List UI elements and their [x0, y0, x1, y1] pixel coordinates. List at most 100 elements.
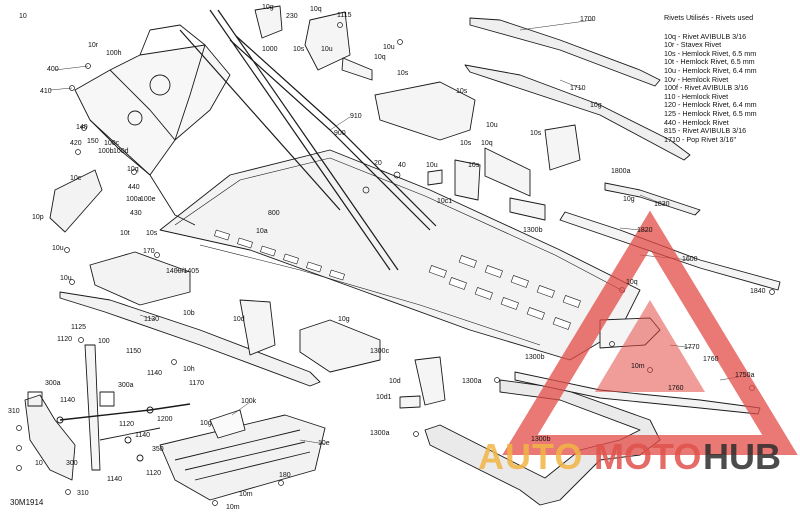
part-callout-label: 1700	[580, 16, 596, 23]
part-callout-label: 310	[77, 490, 89, 497]
part-callout-label: 400	[47, 66, 59, 73]
part-callout-label: 1300a	[462, 378, 482, 385]
part-callout-label: 10q	[374, 54, 386, 61]
part-callout-label: 10u	[426, 162, 438, 169]
part-callout-label: 180	[279, 472, 291, 479]
part-callout-label: 10t	[120, 230, 130, 237]
watermark-triangle	[502, 210, 798, 455]
legend-title: Rivets Utilisés - Rivets used	[664, 13, 754, 22]
part-callout-label: 1300b	[525, 354, 545, 361]
part-callout-label: 10h	[183, 366, 195, 373]
part-callout-label: 1830	[654, 201, 670, 208]
part-callout-label: 1120	[119, 421, 135, 428]
part-callout-label: 100a	[126, 196, 142, 203]
legend-entry: 10r - Stavex Rivet	[664, 40, 722, 50]
part-callout-label: 300	[66, 460, 78, 467]
part-callout-label: 10u	[52, 245, 64, 252]
part-callout-label: 10m	[239, 491, 253, 498]
part-callout-label: 10s	[456, 88, 468, 95]
part-callout-label: 1760	[703, 356, 719, 363]
rear-suspension	[24, 344, 191, 481]
part-callout-label: 1115	[337, 12, 352, 19]
part-callout-label: 10b	[183, 310, 195, 317]
watermark-text-hub: HUB	[703, 436, 781, 477]
part-callout-label: 10q	[127, 166, 139, 173]
part-callout-label: 1000	[262, 46, 278, 53]
sheet-number: 10	[19, 13, 27, 20]
part-callout-label: 10g	[623, 196, 635, 203]
part-callout-label: 1200	[157, 416, 173, 423]
fasteners	[16, 22, 775, 506]
part-callout-label: 10e	[318, 440, 330, 447]
part-callout-label: 300a	[45, 380, 61, 387]
part-callout-label: 300a	[118, 382, 134, 389]
part-callout-label: 10g	[338, 316, 350, 323]
legend-entry: 10u - Hemlock Rivet, 6.4 mm	[664, 65, 757, 75]
part-callout-label: 10q	[481, 140, 493, 147]
part-callout-label: 170	[143, 248, 155, 255]
part-callout-label: 1820	[637, 227, 653, 234]
part-callout-label: 10m	[226, 504, 240, 511]
part-callout-label: 1800a	[611, 168, 631, 175]
part-callout-label: 10d	[389, 378, 401, 385]
part-callout-label: 1400/1405	[166, 268, 200, 275]
legend-entry: 1710 - Pop Rivet 3/16"	[664, 134, 737, 144]
part-callout-label: 10g	[590, 102, 602, 109]
part-callout-label: 1770	[684, 344, 700, 351]
part-callout-label: 1710	[570, 85, 586, 92]
part-callout-label: 10s	[293, 46, 305, 53]
part-callout-label: 100h	[106, 50, 122, 57]
part-callout-label: 10s	[460, 140, 472, 147]
part-callout-label: 430	[130, 210, 142, 217]
rivet-legend: Rivets Utilisés - Rivets used 10q - Rive…	[664, 13, 790, 145]
part-callout-label: 1760	[668, 385, 684, 392]
legend-entry: 10v - Hemlock Rivet	[664, 74, 729, 84]
part-callout-label: 10s	[397, 70, 409, 77]
part-callout-label: 1140	[60, 397, 76, 404]
part-callout-label: 10g	[200, 420, 212, 427]
part-callout-label: 230	[286, 13, 298, 20]
part-callout-label: 410	[40, 88, 52, 95]
bottom-guard	[159, 409, 326, 501]
watermark-text-moto: MOTO	[594, 436, 702, 477]
legend-entry: 440 - Hemlock Rivet	[664, 117, 729, 127]
part-callout-label: 310	[8, 408, 20, 415]
legend-entry: 120 - Hemlock Rivet, 6.4 mm	[664, 100, 757, 110]
part-callout-label: 1125	[71, 324, 87, 331]
part-callout-label: 10g	[262, 4, 274, 11]
part-callout-label: 1140	[107, 476, 123, 483]
leader-lines	[49, 19, 746, 445]
legend-entry: 815 - Rivet AVIBULB 3/16	[664, 126, 747, 136]
part-callout-label: 10q	[626, 279, 638, 286]
tunnel-chassis	[159, 149, 641, 361]
part-callout-label: 1300a	[370, 430, 390, 437]
part-callout-label: 10d	[233, 316, 245, 323]
part-callout-label: 10s	[146, 230, 158, 237]
part-callout-label: 10a	[256, 228, 268, 235]
part-callout-label: 10u	[60, 275, 72, 282]
part-callout-label: 1120	[57, 336, 73, 343]
part-callout-label: 910	[350, 113, 362, 120]
part-callout-label: 1120	[146, 470, 162, 477]
legend-entry: 10t - Hemlock Rivet, 6.5 mm	[664, 57, 755, 67]
part-callout-label: 100k	[241, 398, 257, 405]
part-callout-label: 10	[35, 460, 43, 467]
part-callout-label: 1140	[135, 432, 151, 439]
part-callout-label: 1300b	[531, 436, 551, 443]
part-callout-label: 800	[268, 210, 280, 217]
front-frame	[74, 24, 231, 226]
watermark-text-auto: AUTO	[478, 436, 584, 477]
part-callout-label: 10u	[486, 122, 498, 129]
part-callout-label: 100d	[113, 148, 129, 155]
part-callout-label: 10c1	[437, 198, 453, 205]
part-callout-label: 40	[398, 162, 406, 169]
part-callout-label: 10s	[468, 162, 480, 169]
part-callout-label: 1840	[750, 288, 766, 295]
part-callout-label: 350	[152, 446, 164, 453]
part-callout-label: 10s	[530, 130, 542, 137]
part-callout-label: 140	[76, 124, 88, 131]
part-callout-label: 100	[98, 338, 110, 345]
